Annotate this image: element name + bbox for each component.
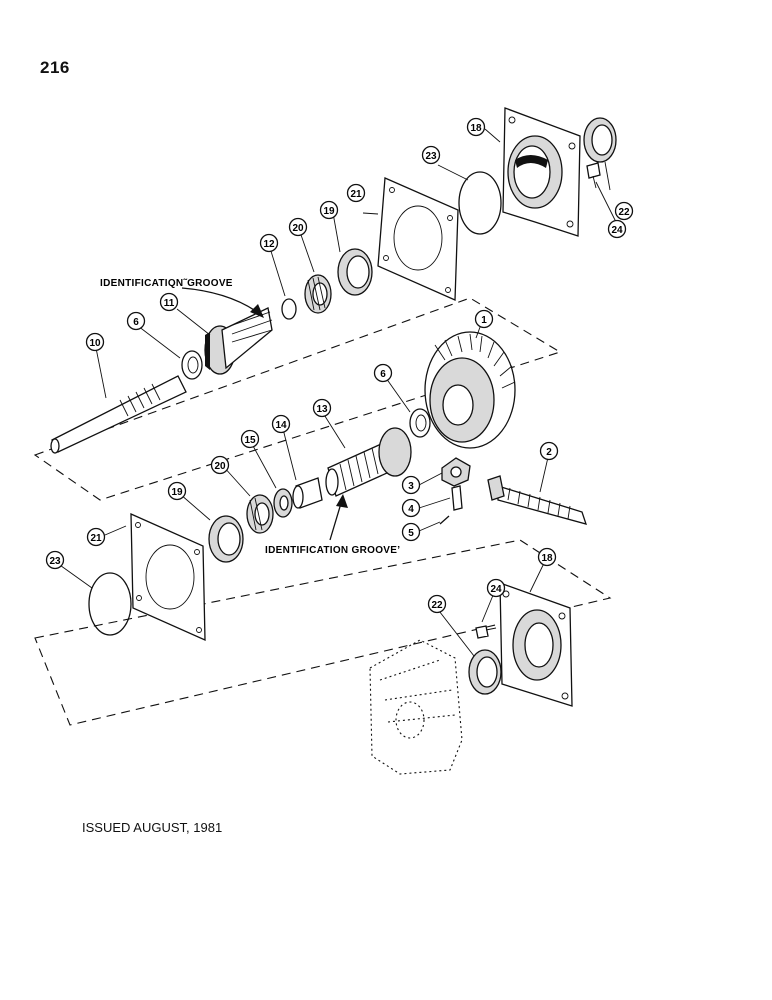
svg-text:2: 2 — [546, 447, 552, 458]
lower-identification-groove-label: IDENTIFICATION GROOVE’ — [265, 545, 400, 556]
dashed-outline-upper — [33, 297, 562, 501]
callout-12: 12 — [259, 233, 279, 253]
part-6-washer-lower — [409, 408, 431, 438]
svg-text:20: 20 — [214, 461, 226, 472]
part-3-pinion-gear — [441, 457, 471, 487]
callout-21-lower: 21 — [86, 527, 106, 547]
svg-text:12: 12 — [263, 239, 275, 250]
svg-text:15: 15 — [244, 435, 256, 446]
part-20-bearing-cone-upper — [304, 274, 332, 314]
upper-identification-groove-label: IDENTIFICATIQN˜GROOVE — [100, 278, 233, 289]
part-21-gasket-upper — [377, 177, 459, 301]
lower-groove-arrow — [329, 494, 348, 541]
part-11-gear — [204, 307, 273, 375]
part-21-gasket-lower — [130, 512, 206, 642]
part-4-pin — [451, 485, 463, 511]
part-2-drive-pinion — [487, 475, 588, 525]
part-14-spacer — [292, 477, 323, 509]
svg-text:14: 14 — [275, 420, 287, 431]
callout-14: 14 — [271, 414, 291, 434]
part-18-bearing-cage-lower — [499, 582, 573, 707]
part-12-snap-ring — [281, 298, 297, 320]
part-5-cotter — [439, 515, 450, 525]
part-20-bearing-cone-lower — [246, 494, 274, 534]
part-1-bevel-ring-gear — [424, 331, 516, 449]
callout-22-lower: 22 — [427, 594, 447, 614]
callout-6-lower: 6 — [373, 363, 393, 383]
callout-23-lower: 23 — [45, 550, 65, 570]
callout-18-lower: 18 — [537, 547, 557, 567]
svg-text:18: 18 — [470, 123, 482, 134]
callouts: 18 23 22 24 21 20 19 12 11 6 10 1 6 13 1… — [45, 117, 634, 614]
callout-2: 2 — [539, 441, 559, 461]
page-number: 216 — [40, 58, 70, 77]
part-24-bolt-upper — [586, 162, 601, 189]
part-18-bearing-cage-upper — [502, 107, 581, 237]
housing-outline — [369, 639, 463, 775]
svg-text:24: 24 — [490, 584, 502, 595]
svg-text:18: 18 — [541, 553, 553, 564]
dashed-outline-lower — [34, 539, 612, 726]
callout-5: 5 — [401, 522, 421, 542]
callout-19-upper: 19 — [319, 200, 339, 220]
part-10-shaft — [50, 375, 187, 454]
svg-text:6: 6 — [133, 317, 139, 328]
svg-text:22: 22 — [431, 600, 443, 611]
callout-3: 3 — [401, 475, 421, 495]
svg-text:6: 6 — [380, 369, 386, 380]
svg-text:20: 20 — [292, 223, 304, 234]
callout-15: 15 — [240, 429, 260, 449]
svg-text:19: 19 — [171, 487, 183, 498]
issue-date: ISSUED AUGUST, 1981 — [82, 820, 223, 835]
upper-groove-arrow — [181, 287, 264, 318]
callout-13: 13 — [312, 398, 332, 418]
part-15-bearing — [273, 488, 293, 518]
callout-24-upper: 24 — [607, 219, 627, 239]
part-22-seal-lower — [468, 649, 502, 695]
callout-6-upper: 6 — [126, 311, 146, 331]
callout-1: 1 — [474, 309, 494, 329]
svg-text:11: 11 — [164, 298, 175, 309]
callout-4: 4 — [401, 498, 421, 518]
svg-text:4: 4 — [408, 504, 414, 515]
part-23-oring-upper — [458, 171, 502, 235]
callout-24-lower: 24 — [486, 578, 506, 598]
svg-text:21: 21 — [350, 189, 362, 200]
part-22-seal-upper — [583, 117, 617, 163]
svg-text:13: 13 — [316, 404, 328, 415]
callout-11: 11 — [159, 292, 179, 312]
callout-22-upper: 22 — [614, 201, 634, 221]
svg-text:24: 24 — [611, 225, 623, 236]
callout-20-upper: 20 — [288, 217, 308, 237]
part-19-bearing-cup-upper — [337, 248, 373, 296]
svg-text:22: 22 — [618, 207, 630, 218]
callout-23-upper: 23 — [421, 145, 441, 165]
svg-text:1: 1 — [481, 315, 487, 326]
svg-text:19: 19 — [323, 206, 335, 217]
part-6-washer-upper — [181, 350, 203, 380]
svg-text:5: 5 — [408, 528, 414, 539]
part-19-bearing-cup-lower — [208, 515, 244, 563]
svg-text:23: 23 — [425, 151, 437, 162]
svg-text:21: 21 — [90, 533, 102, 544]
part-13-pinion-shaft — [325, 427, 412, 497]
callout-19-lower: 19 — [167, 481, 187, 501]
svg-text:3: 3 — [408, 481, 414, 492]
callout-21-upper: 21 — [346, 183, 366, 203]
callout-18-upper: 18 — [466, 117, 486, 137]
part-24-bolt-lower — [475, 625, 497, 639]
svg-text:10: 10 — [89, 338, 101, 349]
svg-text:23: 23 — [49, 556, 61, 567]
part-23-oring-lower — [88, 572, 132, 636]
callout-10: 10 — [85, 332, 105, 352]
callout-20-lower: 20 — [210, 455, 230, 475]
